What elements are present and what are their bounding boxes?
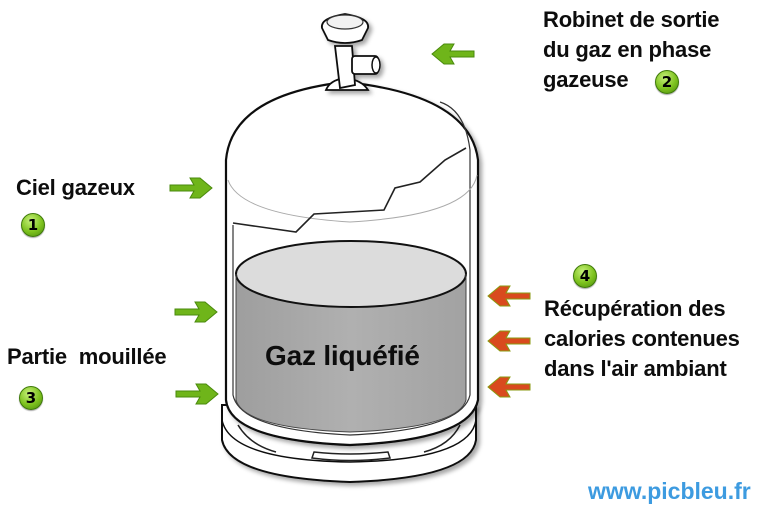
- arrow-left-icon: [431, 43, 475, 65]
- liquefied-gas: [235, 240, 467, 433]
- label-ciel-gazeux: Ciel gazeux: [16, 175, 135, 200]
- arrow-right-icon: [169, 177, 213, 199]
- valve-icon: [321, 13, 381, 91]
- arrow-left-red-icon: [487, 330, 531, 352]
- badge-4: 4: [573, 264, 597, 288]
- watermark-url: www.picbleu.fr: [588, 478, 751, 504]
- label-gaz-liquefie: Gaz liquéfié: [265, 340, 420, 371]
- arrow-right-icon: [174, 301, 218, 323]
- label-robinet-line3: gazeuse: [543, 67, 629, 92]
- label-recuperation-line1: Récupération des: [544, 296, 726, 321]
- label-partie-mouillee: Partie mouillée: [7, 344, 167, 369]
- label-robinet-line2: du gaz en phase: [543, 37, 712, 62]
- arrow-left-red-icon: [487, 285, 531, 307]
- label-recuperation-line3: dans l'air ambiant: [544, 356, 727, 381]
- arrow-left-red-icon: [487, 376, 531, 398]
- badge-2: 2: [655, 70, 679, 94]
- label-robinet-line1: Robinet de sortie: [543, 7, 720, 32]
- label-recuperation-line2: calories contenues: [544, 326, 740, 351]
- arrow-right-icon: [175, 383, 219, 405]
- badge-3: 3: [19, 386, 43, 410]
- badge-1: 1: [21, 213, 45, 237]
